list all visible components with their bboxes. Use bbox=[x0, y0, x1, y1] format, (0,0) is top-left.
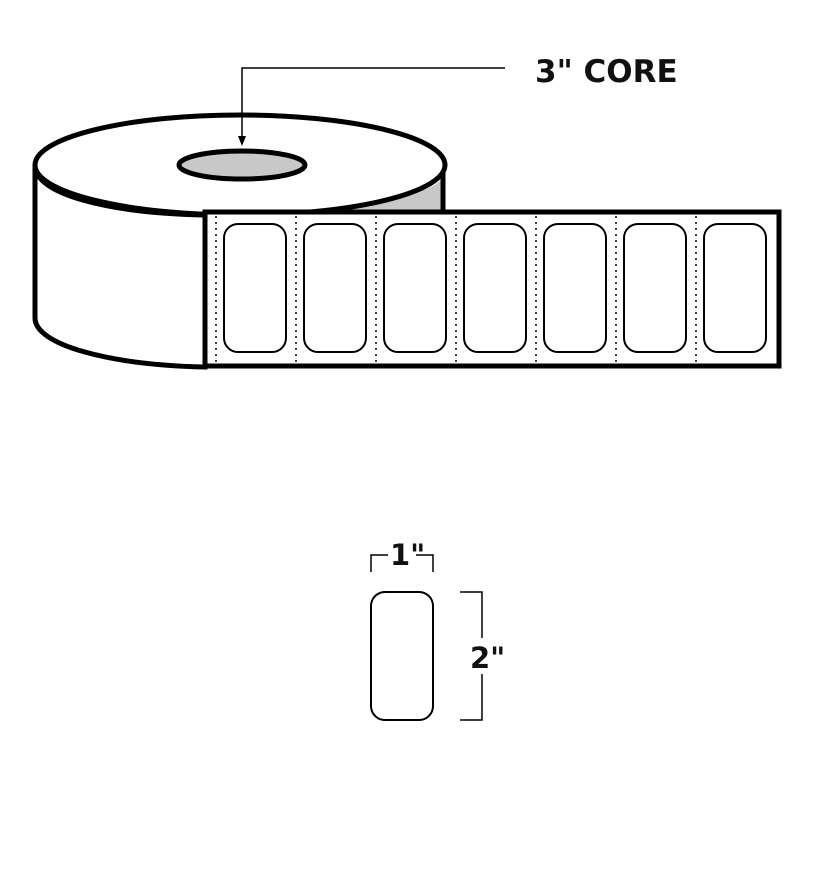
core-leader-line bbox=[241, 67, 505, 142]
height-label: 2" bbox=[470, 641, 505, 675]
strip-label bbox=[223, 223, 287, 353]
core-leader-arrow bbox=[238, 136, 246, 146]
width-label: 1" bbox=[390, 538, 425, 572]
strip-label bbox=[623, 223, 687, 353]
single-label bbox=[370, 591, 434, 721]
core-hole bbox=[176, 148, 308, 182]
roll-shadow bbox=[300, 178, 443, 212]
perforation-lines bbox=[215, 216, 697, 362]
strip-label bbox=[303, 223, 367, 353]
strip-labels bbox=[223, 223, 767, 353]
strip-label bbox=[703, 223, 767, 353]
core-label: 3" CORE bbox=[535, 54, 678, 90]
strip-label bbox=[543, 223, 607, 353]
strip-label bbox=[463, 223, 527, 353]
strip-label bbox=[383, 223, 447, 353]
